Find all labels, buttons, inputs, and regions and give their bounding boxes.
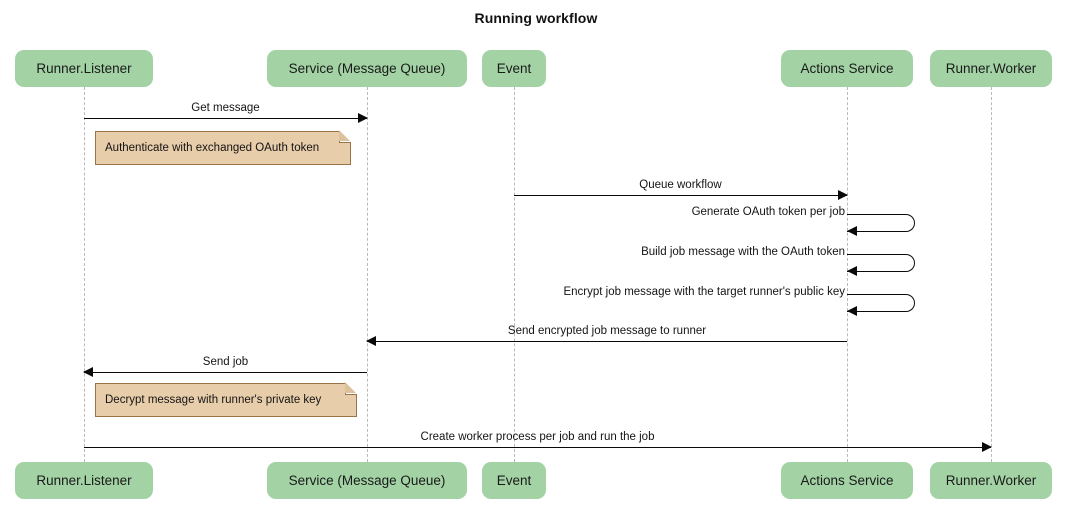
- self-message-loop: [847, 294, 915, 312]
- participant-label: Runner.Worker: [945, 473, 1037, 488]
- participant-label: Event: [496, 61, 532, 76]
- participant-header-service-message-queue[interactable]: Service (Message Queue): [267, 50, 467, 87]
- participant-label: Actions Service: [800, 61, 894, 76]
- message-line: [367, 341, 847, 342]
- message-line: [84, 118, 367, 119]
- arrowhead-left-icon: [847, 265, 857, 276]
- participant-footer-actions-service[interactable]: Actions Service: [781, 462, 913, 499]
- message-line: [84, 447, 991, 448]
- arrowhead-left-icon: [847, 305, 857, 316]
- lifeline-event: [514, 87, 515, 462]
- participant-label: Service (Message Queue): [288, 61, 446, 76]
- message-label: Get message: [191, 102, 260, 114]
- self-message-loop: [847, 254, 915, 272]
- participant-header-runner-worker[interactable]: Runner.Worker: [930, 50, 1052, 87]
- self-message-label: Generate OAuth token per job: [691, 206, 845, 218]
- note-authenticate: Authenticate with exchanged OAuth token: [95, 130, 351, 165]
- message-label: Send encrypted job message to runner: [507, 325, 707, 337]
- message-line: [84, 372, 367, 373]
- message-label: Queue workflow: [639, 179, 722, 191]
- participant-footer-runner-listener[interactable]: Runner.Listener: [15, 462, 153, 499]
- participant-label: Service (Message Queue): [288, 473, 446, 488]
- self-message-build-job-message[interactable]: Build job message with the OAuth token: [641, 246, 915, 276]
- self-message-encrypt-job-message[interactable]: Encrypt job message with the target runn…: [563, 286, 915, 316]
- participant-label: Runner.Worker: [945, 61, 1037, 76]
- arrowhead-right-icon: [358, 112, 368, 123]
- lifeline-runner-worker: [991, 87, 992, 462]
- self-message-generate-oauth-token[interactable]: Generate OAuth token per job: [692, 206, 915, 236]
- lifeline-service-message-queue: [367, 87, 368, 462]
- participant-label: Event: [496, 473, 532, 488]
- note-fold-corner-icon: [345, 382, 357, 395]
- message-label: Create worker process per job and run th…: [420, 431, 655, 443]
- note-fold-corner-icon: [339, 130, 351, 143]
- diagram-title: Running workflow: [474, 10, 598, 26]
- lifeline-runner-listener: [84, 87, 85, 462]
- note-decrypt: Decrypt message with runner's private ke…: [95, 382, 357, 417]
- message-label: Send job: [202, 356, 249, 368]
- self-message-label: Build job message with the OAuth token: [641, 246, 845, 258]
- participant-footer-runner-worker[interactable]: Runner.Worker: [930, 462, 1052, 499]
- self-message-label: Encrypt job message with the target runn…: [563, 286, 845, 298]
- arrowhead-left-icon: [847, 225, 857, 236]
- arrowhead-right-icon: [838, 189, 848, 200]
- participant-footer-service-message-queue[interactable]: Service (Message Queue): [267, 462, 467, 499]
- note-text: Decrypt message with runner's private ke…: [105, 394, 322, 406]
- participant-label: Runner.Listener: [36, 473, 132, 488]
- participant-label: Runner.Listener: [36, 61, 132, 76]
- self-message-loop: [847, 214, 915, 232]
- arrowhead-right-icon: [982, 441, 992, 452]
- arrowhead-left-icon: [366, 335, 376, 346]
- participant-header-actions-service[interactable]: Actions Service: [781, 50, 913, 87]
- participant-label: Actions Service: [800, 473, 894, 488]
- participant-header-runner-listener[interactable]: Runner.Listener: [15, 50, 153, 87]
- arrowhead-left-icon: [83, 366, 93, 377]
- participant-header-event[interactable]: Event: [482, 50, 546, 87]
- note-text: Authenticate with exchanged OAuth token: [105, 142, 320, 154]
- message-line: [514, 195, 847, 196]
- participant-footer-event[interactable]: Event: [482, 462, 546, 499]
